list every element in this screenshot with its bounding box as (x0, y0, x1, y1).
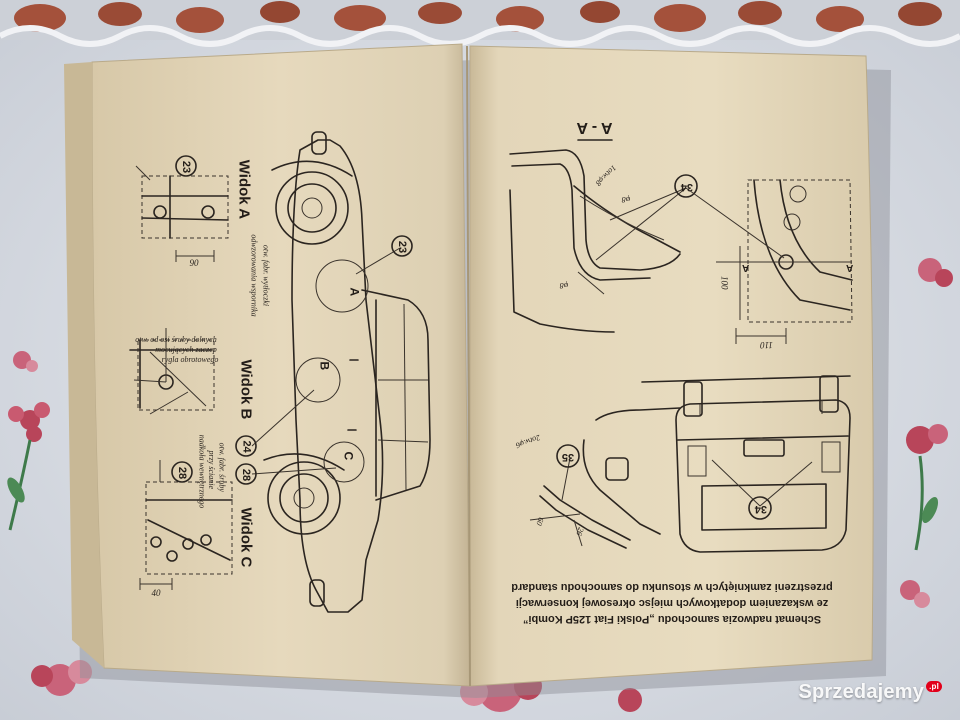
note-c-3: nadkoła wewnętrznego (198, 435, 207, 509)
lace-edge (0, 0, 960, 47)
letter-a: A (348, 288, 362, 297)
marker-24-label: 24 (240, 440, 252, 453)
dim-110: 110 (760, 340, 773, 350)
car-side-view (263, 131, 431, 613)
page-stack-edge (64, 62, 104, 668)
sprzedajemy-watermark: Sprzedajemy .pl (798, 681, 942, 704)
letter-b: B (318, 362, 332, 371)
view-c-detail (139, 460, 233, 590)
watermark-brand: Sprzedajemy (798, 681, 925, 703)
pillar-detail (685, 179, 853, 344)
letter-c: C (342, 452, 356, 461)
dim-60: 60 (534, 516, 545, 527)
right-page (469, 45, 874, 687)
marker-23-view-a: 23 (175, 155, 197, 177)
section-aa-title: A - A (576, 119, 613, 136)
marker-23-car: 23 (391, 235, 413, 257)
caption-block: Schemat nadwozia samochodu „Polski Fiat … (511, 581, 833, 625)
watermark-tld: .pl (926, 681, 942, 692)
caption-line-3: przestrzeni zamkniętych w stosunku do sa… (511, 581, 833, 593)
left-page-drawings: 23 23 24 28 28 A B C Widok A Widok B Wid… (129, 131, 431, 613)
marker-24-car: 24 (235, 435, 257, 457)
spine-gutter (466, 45, 471, 687)
dim-100: 100 (719, 276, 729, 290)
view-b-title: Widok B (238, 359, 255, 419)
dim-phi8-section: φ8 (622, 195, 630, 204)
marker-28-car: 28 (235, 463, 257, 485)
marker-28-label: 28 (240, 469, 252, 481)
view-a-title: Widok A (236, 160, 253, 219)
hinge-detail (529, 407, 681, 549)
caption-line-2: ze wskazaniem dodatkowych miejsc okresow… (516, 597, 828, 609)
marker-34-rear-label: 34 (754, 503, 767, 515)
dim-90: 90 (190, 258, 200, 268)
view-b-detail (129, 328, 215, 415)
caption-line-1: Schemat nadwozia samochodu „Polski Fiat … (523, 613, 821, 625)
rear-wagon-view (641, 375, 851, 553)
section-aa-drawing: A - A (509, 119, 687, 333)
marker-23-label: 23 (180, 161, 192, 173)
view-c-title: Widok C (238, 507, 255, 567)
left-page (91, 43, 471, 687)
marker-34-section: 34 (674, 174, 698, 198)
marker-34-section-label: 34 (680, 181, 693, 193)
dim-phi8-lower: φ8 (560, 281, 568, 290)
section-letter-a-1: A (742, 262, 749, 273)
dim-26: 26 (574, 526, 585, 537)
marker-28-c-label: 28 (176, 467, 188, 479)
marker-28-view-c: 28 (171, 461, 193, 483)
marker-34-rear: 34 (748, 496, 772, 520)
note-a-1: otw. fabr. wytłoczki (262, 245, 271, 306)
note-c-1: otw. fabr. śruby (218, 443, 227, 493)
section-letter-a-2: A (846, 262, 853, 273)
marker-23-car-label: 23 (396, 241, 408, 253)
note-b-1: otw. od osi śruby dolnych (135, 335, 216, 344)
note-b-2: mocujących zaczep (155, 345, 217, 354)
note-c-2: przy ścianie (207, 450, 216, 490)
marker-35: 35 (556, 444, 580, 468)
dim-40: 40 (152, 588, 162, 598)
marker-35-label: 35 (562, 451, 574, 463)
note-b-3: rygla obrotowego (162, 355, 219, 364)
front-wheel (263, 453, 345, 535)
rear-wheel (271, 160, 353, 245)
note-a-2: odwzorowania wspornika (250, 234, 259, 316)
right-page-drawings: A - A 34 1otw.φ8 φ8 φ8 (509, 119, 853, 625)
